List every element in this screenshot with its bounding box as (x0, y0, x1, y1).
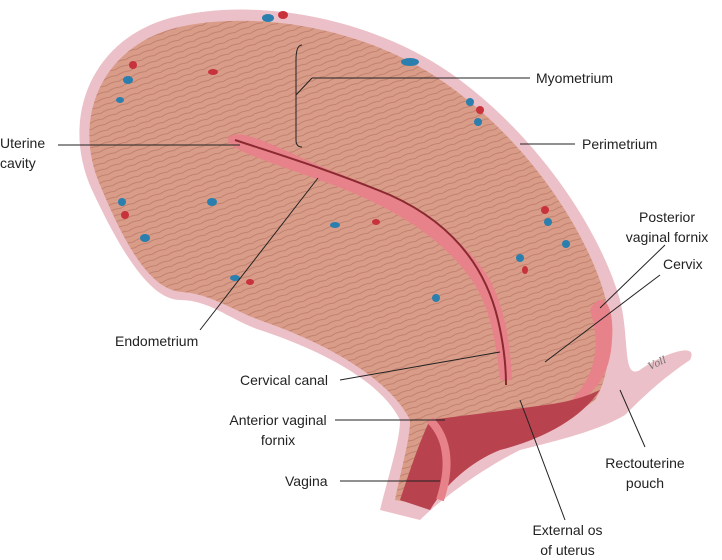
leader-rectouterine-pouch (619, 389, 646, 448)
label-myometrium: Myometrium (536, 70, 614, 86)
cervix (560, 300, 613, 410)
label-anterior-line2: fornix (260, 432, 296, 448)
label-anterior-vaginal-fornix: Anterior vaginal fornix (218, 410, 338, 450)
leader-posterior-vaginal-fornix (599, 244, 666, 309)
label-external-os-line2: of uterus (540, 542, 595, 558)
label-posterior-vaginal-fornix: Posterior vaginal fornix (612, 207, 722, 247)
label-uterine-cavity-line1: Uterine (0, 135, 46, 151)
label-posterior-line1: Posterior (638, 209, 696, 225)
label-rectouterine-pouch: Rectouterine pouch (595, 453, 695, 493)
leader-cervical-canal (339, 351, 501, 381)
myometrium (89, 20, 610, 506)
label-posterior-line2: vaginal fornix (625, 229, 709, 245)
label-cervix: Cervix (663, 256, 703, 272)
label-uterine-cavity-line2: cavity (0, 155, 36, 171)
blood-vessels (116, 11, 570, 302)
label-rectouterine-line1: Rectouterine (605, 455, 685, 471)
vagina (400, 390, 600, 510)
endometrium (227, 134, 512, 380)
label-external-os: External os of uterus (520, 520, 615, 560)
label-cervical-canal: Cervical canal (240, 372, 328, 388)
label-rectouterine-line2: pouch (625, 475, 665, 491)
label-uterine-cavity: Uterine cavity (0, 133, 45, 173)
leader-external-os (519, 399, 566, 521)
leader-endometrium (199, 177, 319, 331)
vaginal-wall (427, 417, 451, 502)
label-perimetrium: Perimetrium (582, 136, 658, 152)
label-endometrium: Endometrium (115, 333, 199, 349)
myometrium-brace (295, 44, 313, 148)
leader-lines (58, 44, 666, 521)
label-vagina: Vagina (285, 473, 328, 489)
label-anterior-line1: Anterior vaginal (229, 412, 327, 428)
uterine-cavity (234, 139, 507, 386)
label-external-os-line1: External os (532, 522, 603, 538)
leader-cervix (544, 274, 661, 363)
